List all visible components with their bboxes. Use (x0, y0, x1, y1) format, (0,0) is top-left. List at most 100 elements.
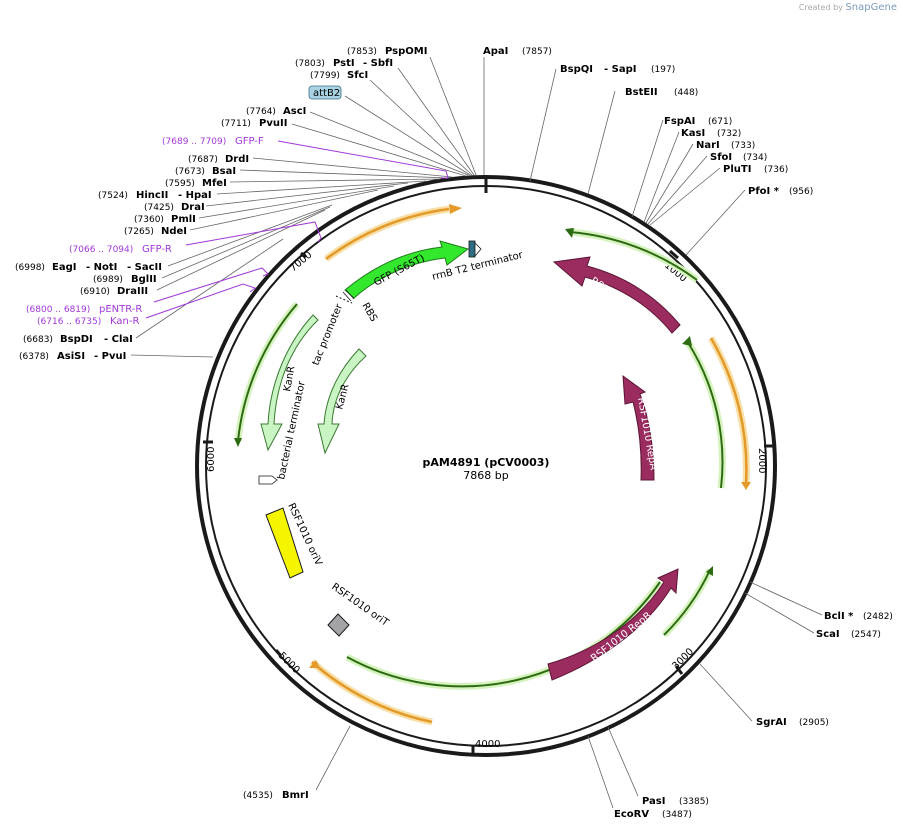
site-bspqi[interactable]: BspQI - SapI (197) (560, 64, 675, 75)
site-name: BmrI (282, 790, 309, 801)
site-asisi[interactable]: (6378) AsiSI - PvuI (19, 351, 126, 362)
site-name: PspOMI (385, 46, 427, 57)
site-pos: (2482) (863, 612, 893, 622)
site-ndei[interactable]: (7265) NdeI (124, 226, 187, 237)
site-name: PvuII (259, 118, 287, 129)
site-mfei[interactable]: (7595) MfeI (165, 178, 227, 189)
primer-gfp-r[interactable]: (7066 .. 7094) GFP-R (69, 244, 172, 255)
site-sgrai[interactable]: SgrAI (2905) (756, 717, 829, 728)
site-name: NarI (696, 140, 720, 151)
primer-range: (7066 .. 7094) (69, 245, 133, 255)
site-name: KasI (681, 128, 705, 139)
site-bsai[interactable]: (7673) BsaI (175, 166, 236, 177)
site-pos: (6683) (23, 335, 53, 345)
repb-feature[interactable] (547, 568, 679, 681)
site-pluti[interactable]: PluTI (736) (723, 164, 788, 175)
site-pos: (6378) (19, 352, 49, 362)
site-drdi[interactable]: (7687) DrdI (188, 154, 249, 165)
site-name: PluTI (723, 164, 751, 175)
site-name-2: - ClaI (104, 334, 133, 345)
site-kasi[interactable]: KasI (732) (681, 128, 741, 139)
kanr-outer-feature[interactable] (260, 314, 319, 452)
site-pos: (734) (743, 153, 767, 163)
site-bmri[interactable]: (4535) BmrI (243, 790, 309, 801)
tac-promoter-label: tac promoter (311, 302, 346, 367)
site-name: BclI * (824, 611, 854, 622)
tick-marks (203, 179, 774, 754)
site-name: BglII (131, 274, 157, 285)
site-name-2: - HpaI (178, 190, 212, 201)
rbs-feature[interactable] (342, 289, 355, 302)
site-scai[interactable]: ScaI (2547) (816, 629, 881, 640)
attb2-box[interactable] (308, 85, 342, 100)
site-name: AsiSI (57, 351, 85, 362)
site-pos: (197) (651, 65, 675, 75)
plasmid-name: pAM4891 (pCV0003) (423, 456, 550, 469)
tick-label-4000: 4000 (475, 739, 500, 750)
site-name: SgrAI (756, 717, 787, 728)
tick-label-2000: 2000 (756, 448, 767, 473)
site-eagi[interactable]: (6998) EagI - NotI - SacII (15, 262, 162, 273)
primer-name: Kan-R (110, 316, 139, 327)
site-fspai[interactable]: FspAI (671) (664, 116, 732, 127)
site-pos: (7764) (246, 107, 276, 117)
gfp-feature[interactable] (344, 240, 470, 299)
site-pmli[interactable]: (7360) PmlI (134, 214, 196, 225)
rbs-label: RBS (359, 301, 379, 324)
site-name: PasI (642, 796, 665, 807)
tac-promoter-feature[interactable] (335, 295, 353, 304)
site-pos: (671) (708, 117, 732, 127)
site-bglii[interactable]: (6989) BglII (93, 274, 157, 285)
site-pos: (7673) (175, 167, 205, 177)
site-pos: (7687) (188, 155, 218, 165)
site-bsteii[interactable]: BstEII (448) (625, 87, 698, 98)
site-pspomi[interactable]: (7853) PspOMI (347, 46, 427, 57)
site-pos: (7799) (310, 71, 340, 81)
site-pasi[interactable]: PasI (3385) (642, 796, 709, 807)
site-pos: (4535) (243, 791, 273, 801)
site-name: BstEII (625, 87, 658, 98)
repa-feature[interactable] (622, 374, 655, 481)
site-asci[interactable]: (7764) AscI (246, 106, 306, 117)
site-name: MfeI (202, 178, 227, 189)
repc-feature[interactable] (552, 256, 681, 334)
site-pos: (733) (731, 141, 755, 151)
primer-kan-r[interactable]: (6716 .. 6735) Kan-R (37, 316, 139, 327)
site-psti[interactable]: (7803) PstI - SbfI (295, 58, 393, 69)
site-pos: (7425) (144, 203, 174, 213)
orit-feature[interactable] (327, 613, 350, 637)
site-pos: (3385) (679, 797, 709, 807)
rrnb-terminator[interactable] (468, 240, 482, 258)
site-pos: (2547) (851, 630, 881, 640)
site-nari[interactable]: NarI (733) (696, 140, 755, 151)
oriv-feature[interactable] (265, 507, 304, 579)
site-pos: (6989) (93, 275, 123, 285)
bacterial-terminator-feature[interactable] (258, 475, 278, 485)
site-bcli[interactable]: BclI * (2482) (824, 611, 893, 622)
site-sfoi[interactable]: SfoI (734) (710, 152, 767, 163)
site-ecorv[interactable]: EcoRV (3487) (614, 809, 692, 820)
primer-pentr-r[interactable]: (6800 .. 6819) pENTR-R (26, 304, 142, 315)
site-name: PfoI * (748, 186, 780, 197)
site-name: NdeI (161, 226, 187, 237)
site-pos: (2905) (799, 718, 829, 728)
site-apai[interactable]: ApaI (7857) (483, 46, 552, 57)
site-name: HincII (136, 190, 168, 201)
site-name-2: - SapI (604, 64, 636, 75)
site-pos: (448) (674, 88, 698, 98)
site-name: BspQI (560, 64, 593, 75)
site-drai[interactable]: (7425) DraI (144, 202, 205, 213)
site-name: BspDI (60, 334, 93, 345)
site-pfoi[interactable]: PfoI * (956) (748, 186, 813, 197)
kanr-inner-feature[interactable] (317, 348, 367, 455)
site-draiii[interactable]: (6910) DraIII (80, 286, 148, 297)
site-sfci[interactable]: (7799) SfcI (310, 70, 368, 81)
tick-label-6000: 6000 (206, 447, 217, 472)
site-bspdi[interactable]: (6683) BspDI - ClaI (23, 334, 133, 345)
primer-range: (7689 .. 7709) (162, 137, 226, 147)
site-hincii[interactable]: (7524) HincII - HpaI (98, 190, 212, 201)
primer-gfp-f[interactable]: (7689 .. 7709) GFP-F (162, 136, 264, 147)
site-name: SfcI (347, 70, 368, 81)
site-pvuii[interactable]: (7711) PvuII (221, 118, 287, 129)
